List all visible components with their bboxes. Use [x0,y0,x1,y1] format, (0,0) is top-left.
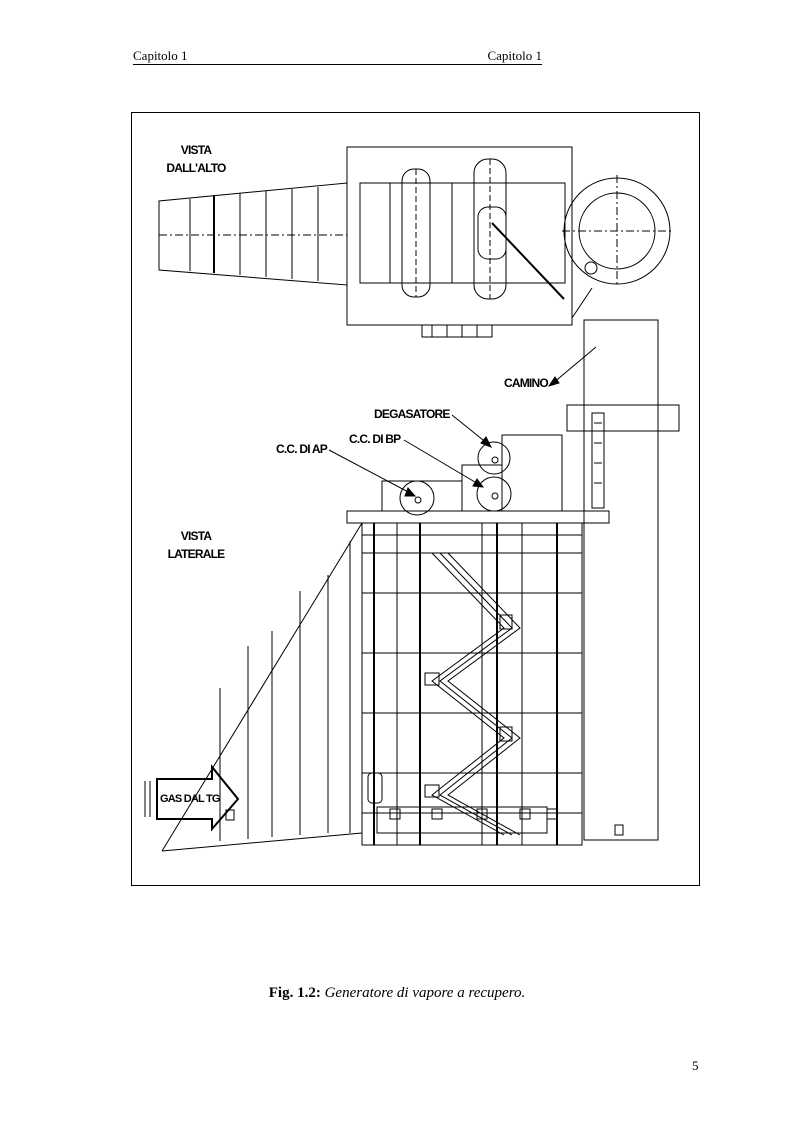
label-arrows [328,346,597,497]
caption-text: Generatore di vapore a recupero. [324,985,526,1001]
label-top-view-line1: VISTA [180,143,212,157]
label-lp-drum: C.C. DI BP [349,432,401,446]
label-hp-drum: C.C. DI AP [276,442,328,456]
label-side-view-line1: VISTA [180,529,212,543]
header-right: Capitolo 1 [487,48,542,63]
page-header: Capitolo 1 Capitolo 1 [133,48,542,65]
caption-number: Fig. 1.2: [268,985,321,1001]
side-view-drawing [144,319,680,852]
top-view-drawing [158,146,672,338]
label-degasser: DEGASATORE [374,407,450,421]
page-number: 5 [692,1058,699,1073]
label-gas-inlet: GAS DAL TG [160,793,220,805]
label-chimney: CAMINO [504,376,549,390]
steam-generator-drawing [144,146,680,852]
label-top-view: VISTA DALL'ALTO [160,141,232,177]
figure-frame: VISTA DALL'ALTO VISTA LATERALE CAMINO DE… [131,112,700,886]
label-side-view: VISTA LATERALE [160,527,232,563]
header-left: Capitolo 1 [133,48,188,63]
figure-caption: Fig. 1.2: Generatore di vapore a recuper… [0,985,794,1002]
label-side-view-line2: LATERALE [167,547,226,561]
label-top-view-line2: DALL'ALTO [166,161,226,175]
